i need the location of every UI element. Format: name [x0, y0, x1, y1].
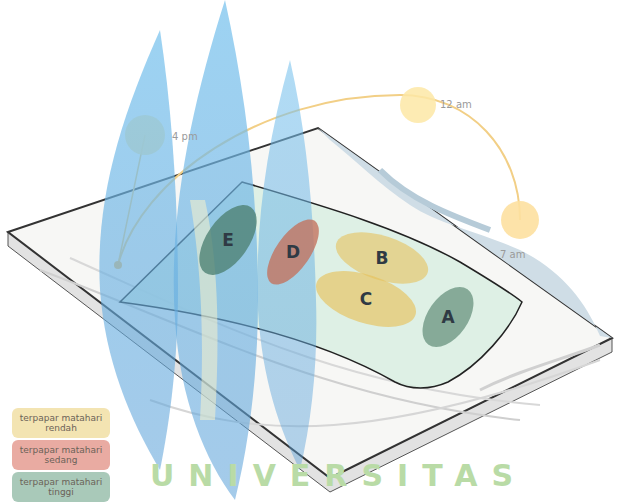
legend-swatch: terpapar matahari rendah [12, 408, 110, 438]
sun-zone: A [412, 281, 484, 353]
legend-text: terpapar matahari tinggi [12, 475, 110, 500]
time-label: 12 am [440, 99, 472, 110]
sun-zone: C [312, 245, 420, 353]
zone-letter: A [412, 281, 484, 353]
sun-zone: E [186, 198, 270, 282]
legend-swatch: terpapar matahari sedang [12, 440, 110, 470]
legend-swatch: terpapar matahari tinggi [12, 472, 110, 502]
time-label: 4 pm [172, 131, 198, 142]
watermark: UNIVERSITAS [150, 458, 527, 493]
legend-text: terpapar matahari rendah [12, 411, 110, 436]
time-label: 7 am [500, 249, 525, 260]
zone-letter: C [312, 245, 420, 353]
zone-letter: E [186, 198, 270, 282]
legend-text: terpapar matahari sedang [12, 443, 110, 468]
